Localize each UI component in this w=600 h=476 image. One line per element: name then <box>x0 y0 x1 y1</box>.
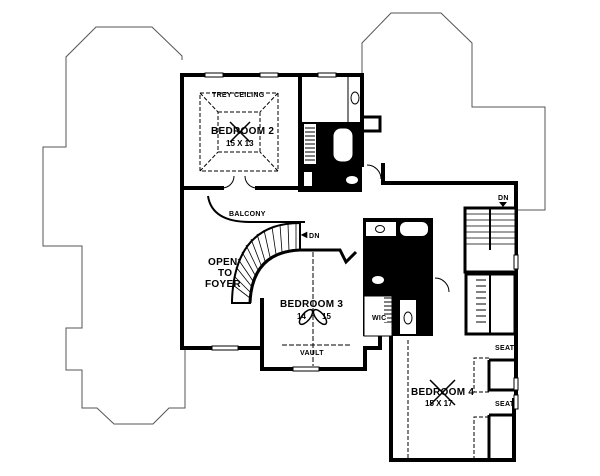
seat-2-label: SEAT <box>495 401 515 408</box>
bath-2 <box>300 75 382 192</box>
open-to-foyer-line3: FOYER <box>205 279 241 290</box>
left-roof-outline <box>42 26 186 425</box>
open-to-foyer-line1: OPEN <box>208 257 238 268</box>
bedroom-3-label: BEDROOM 3 <box>280 299 344 310</box>
seat-1-label: SEAT <box>495 345 515 352</box>
bedroom-4-size: 15 X 17 <box>425 399 453 408</box>
curved-staircase <box>231 221 301 304</box>
bedroom-4-label: BEDROOM 4 <box>411 387 475 398</box>
trey-ceiling-label: TREY CEILING <box>212 92 265 99</box>
bedroom-3-length: 15 <box>322 312 331 321</box>
straight-stair-dn-label: DN <box>498 195 509 202</box>
ceiling-fan-icon <box>229 121 251 143</box>
ceiling-fan-icon <box>429 379 456 406</box>
vault-label: VAULT <box>300 350 324 357</box>
straight-staircase <box>463 202 518 274</box>
right-roof-outline <box>361 12 546 211</box>
bedroom-2-size: 15 X 13 <box>226 139 254 148</box>
curved-stair-dn-label: DN <box>309 233 320 240</box>
curved-stair-arrow-icon: ◀ <box>301 230 308 239</box>
open-to-foyer-line2: TO <box>218 268 233 279</box>
closet-bedroom-4 <box>464 272 517 336</box>
wic-label: WIC <box>372 315 387 322</box>
bedroom-3-width: 14 <box>297 312 306 321</box>
ceiling-fan-icon <box>298 308 328 326</box>
balcony-label: BALCONY <box>229 211 266 218</box>
bedroom-2-label: BEDROOM 2 <box>211 126 275 137</box>
trey-ceiling-lines <box>199 92 279 172</box>
balcony-rail <box>207 195 305 223</box>
